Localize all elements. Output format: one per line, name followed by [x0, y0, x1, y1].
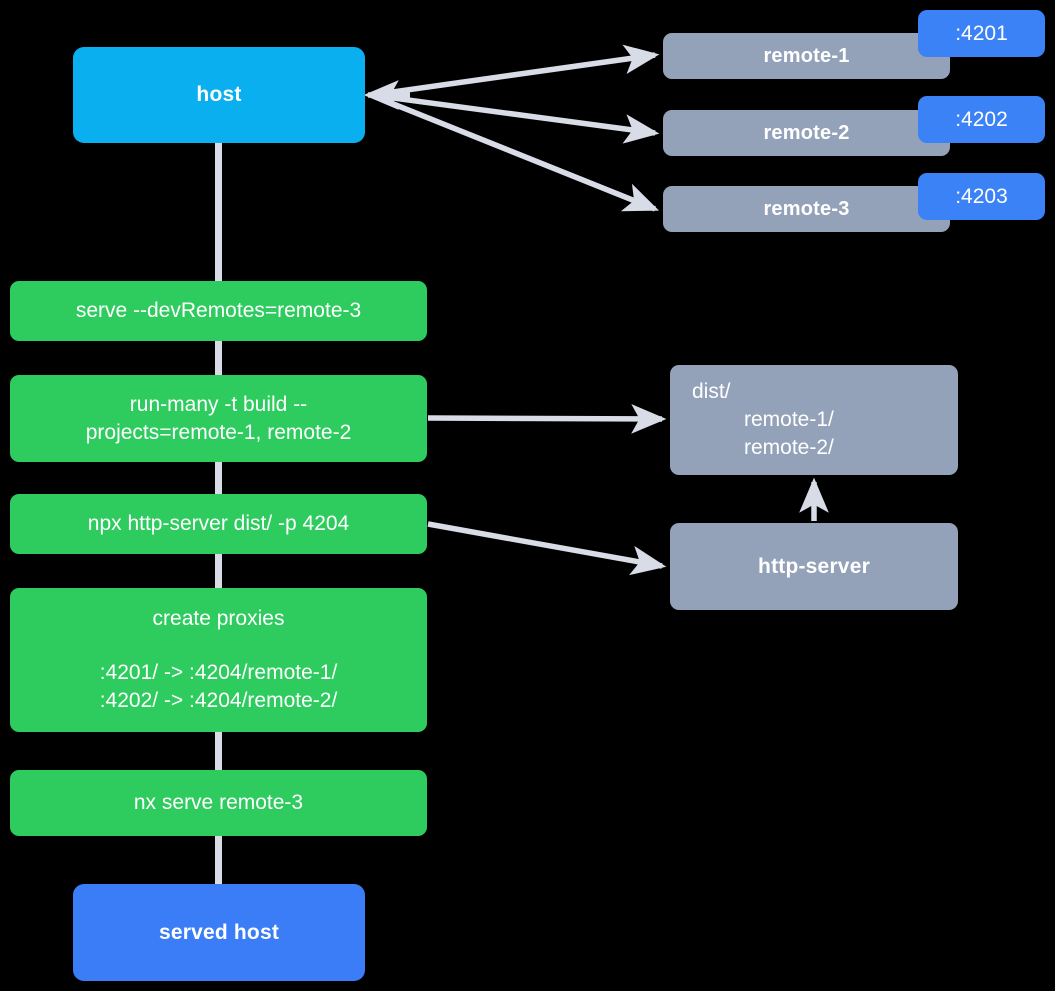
node-http-server-label: http-server	[758, 554, 870, 578]
spine-proxies-to-nxserve	[215, 730, 222, 774]
spine-runmany-to-npx	[215, 460, 222, 500]
node-remote-2[interactable]: remote-2	[663, 110, 950, 156]
node-host-label: host	[196, 83, 242, 107]
badge-port-4203-label: :4203	[955, 184, 1008, 208]
dist-folder-remote-2: remote-2/	[744, 435, 834, 459]
command-run-many-line1: run-many -t build --	[129, 392, 308, 416]
command-create-proxies-map-1: :4201/ -> :4204/remote-1/	[99, 661, 338, 685]
command-npx-http-server-line1: npx http-server dist/ -p 4204	[87, 512, 350, 536]
command-create-proxies-map-2: :4202/ -> :4204/remote-2/	[99, 688, 338, 712]
node-command-nx-serve-remote-3[interactable]: nx serve remote-3	[10, 770, 427, 836]
badge-port-4203[interactable]: :4203	[918, 173, 1045, 220]
node-remote-3-label: remote-3	[763, 197, 850, 220]
edge-npx-to-httpserver	[427, 521, 667, 576]
edge-host-to-remote-1	[370, 44, 660, 98]
node-command-create-proxies[interactable]: create proxies :4201/ -> :4204/remote-1/…	[10, 588, 427, 732]
spine-serve-to-runmany	[215, 334, 222, 382]
node-host[interactable]: host	[73, 47, 365, 143]
command-nx-serve-remote-3-line1: nx serve remote-3	[133, 791, 304, 815]
node-command-serve-devremotes[interactable]: serve --devRemotes=remote-3	[10, 281, 427, 341]
badge-port-4202-label: :4202	[955, 107, 1008, 131]
node-http-server[interactable]: http-server	[670, 523, 958, 610]
node-dist-folder[interactable]: dist/ remote-1/ remote-2/	[670, 365, 958, 475]
badge-port-4201-label: :4201	[955, 21, 1008, 45]
edge-host-to-remote-2	[370, 92, 660, 144]
spine-npx-to-proxies	[215, 552, 222, 590]
edge-runmany-to-dist	[427, 404, 667, 434]
node-remote-1-label: remote-1	[763, 44, 850, 67]
node-remote-3[interactable]: remote-3	[663, 186, 950, 232]
command-run-many-line2: projects=remote-1, remote-2	[85, 420, 352, 444]
dist-folder-remote-1: remote-1/	[744, 408, 834, 432]
command-serve-devremotes-line1: serve --devRemotes=remote-3	[75, 299, 362, 323]
badge-port-4202[interactable]: :4202	[918, 96, 1045, 143]
badge-port-4201[interactable]: :4201	[918, 10, 1045, 57]
node-served-host-label: served host	[158, 920, 280, 944]
spine-nxserve-to-servedhost	[215, 832, 222, 890]
dist-folder-root: dist/	[692, 380, 731, 404]
node-command-npx-http-server[interactable]: npx http-server dist/ -p 4204	[10, 494, 427, 554]
node-remote-2-label: remote-2	[763, 121, 850, 144]
edge-host-to-remote-3	[369, 92, 660, 212]
command-create-proxies-title: create proxies	[152, 607, 285, 631]
node-command-run-many[interactable]: run-many -t build -- projects=remote-1, …	[10, 375, 427, 462]
node-served-host[interactable]: served host	[73, 884, 365, 981]
spine-host-to-serve	[215, 138, 222, 286]
node-remote-1[interactable]: remote-1	[663, 33, 950, 79]
